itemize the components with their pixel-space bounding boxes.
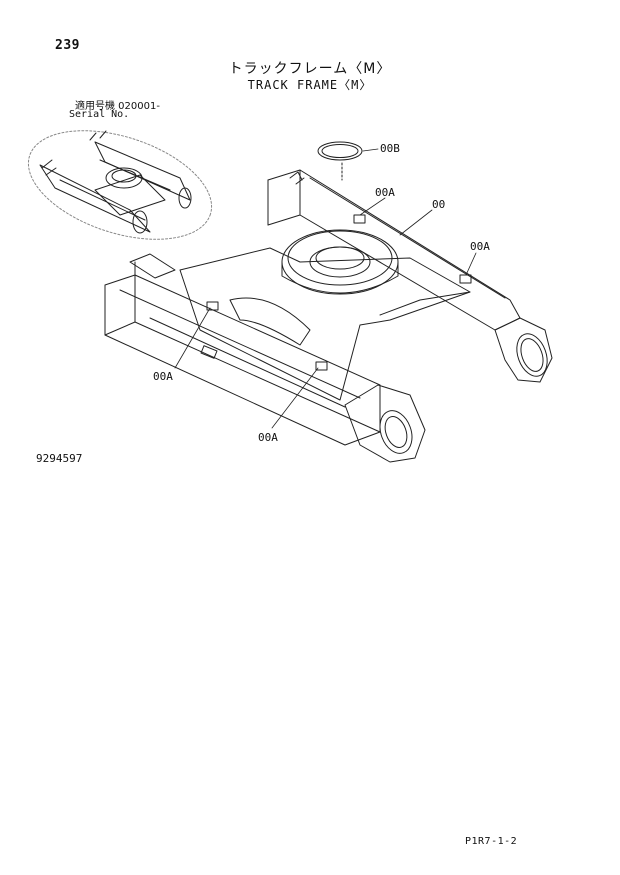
slew-ring-part [317,141,363,181]
page-number: 239 [55,38,80,53]
pad-1 [206,301,219,311]
pad-2 [315,361,328,371]
title-english: TRACK FRAME〈M〉 [247,78,373,92]
pad-3 [353,214,366,224]
pad-4 [459,274,472,284]
serial-label-english: Serial No. [69,109,130,120]
callout-00A: 00A [153,370,173,383]
callout-00A: 00A [470,240,490,253]
footer-code: P1R7-1-2 [465,836,518,847]
callout-00B: 00B [380,142,400,155]
serial-label-japanese: 適用号機 020001- [75,101,160,112]
drawing-number: 9294597 [36,452,83,465]
callout-00: 00 [432,198,445,211]
callout-00A: 00A [375,186,395,199]
track-frame-main [104,169,553,463]
leader-lines [174,148,477,429]
overview-drawing [27,130,213,240]
callout-00A: 00A [258,431,278,444]
title-japanese: トラックフレーム〈M〉 [228,61,392,77]
